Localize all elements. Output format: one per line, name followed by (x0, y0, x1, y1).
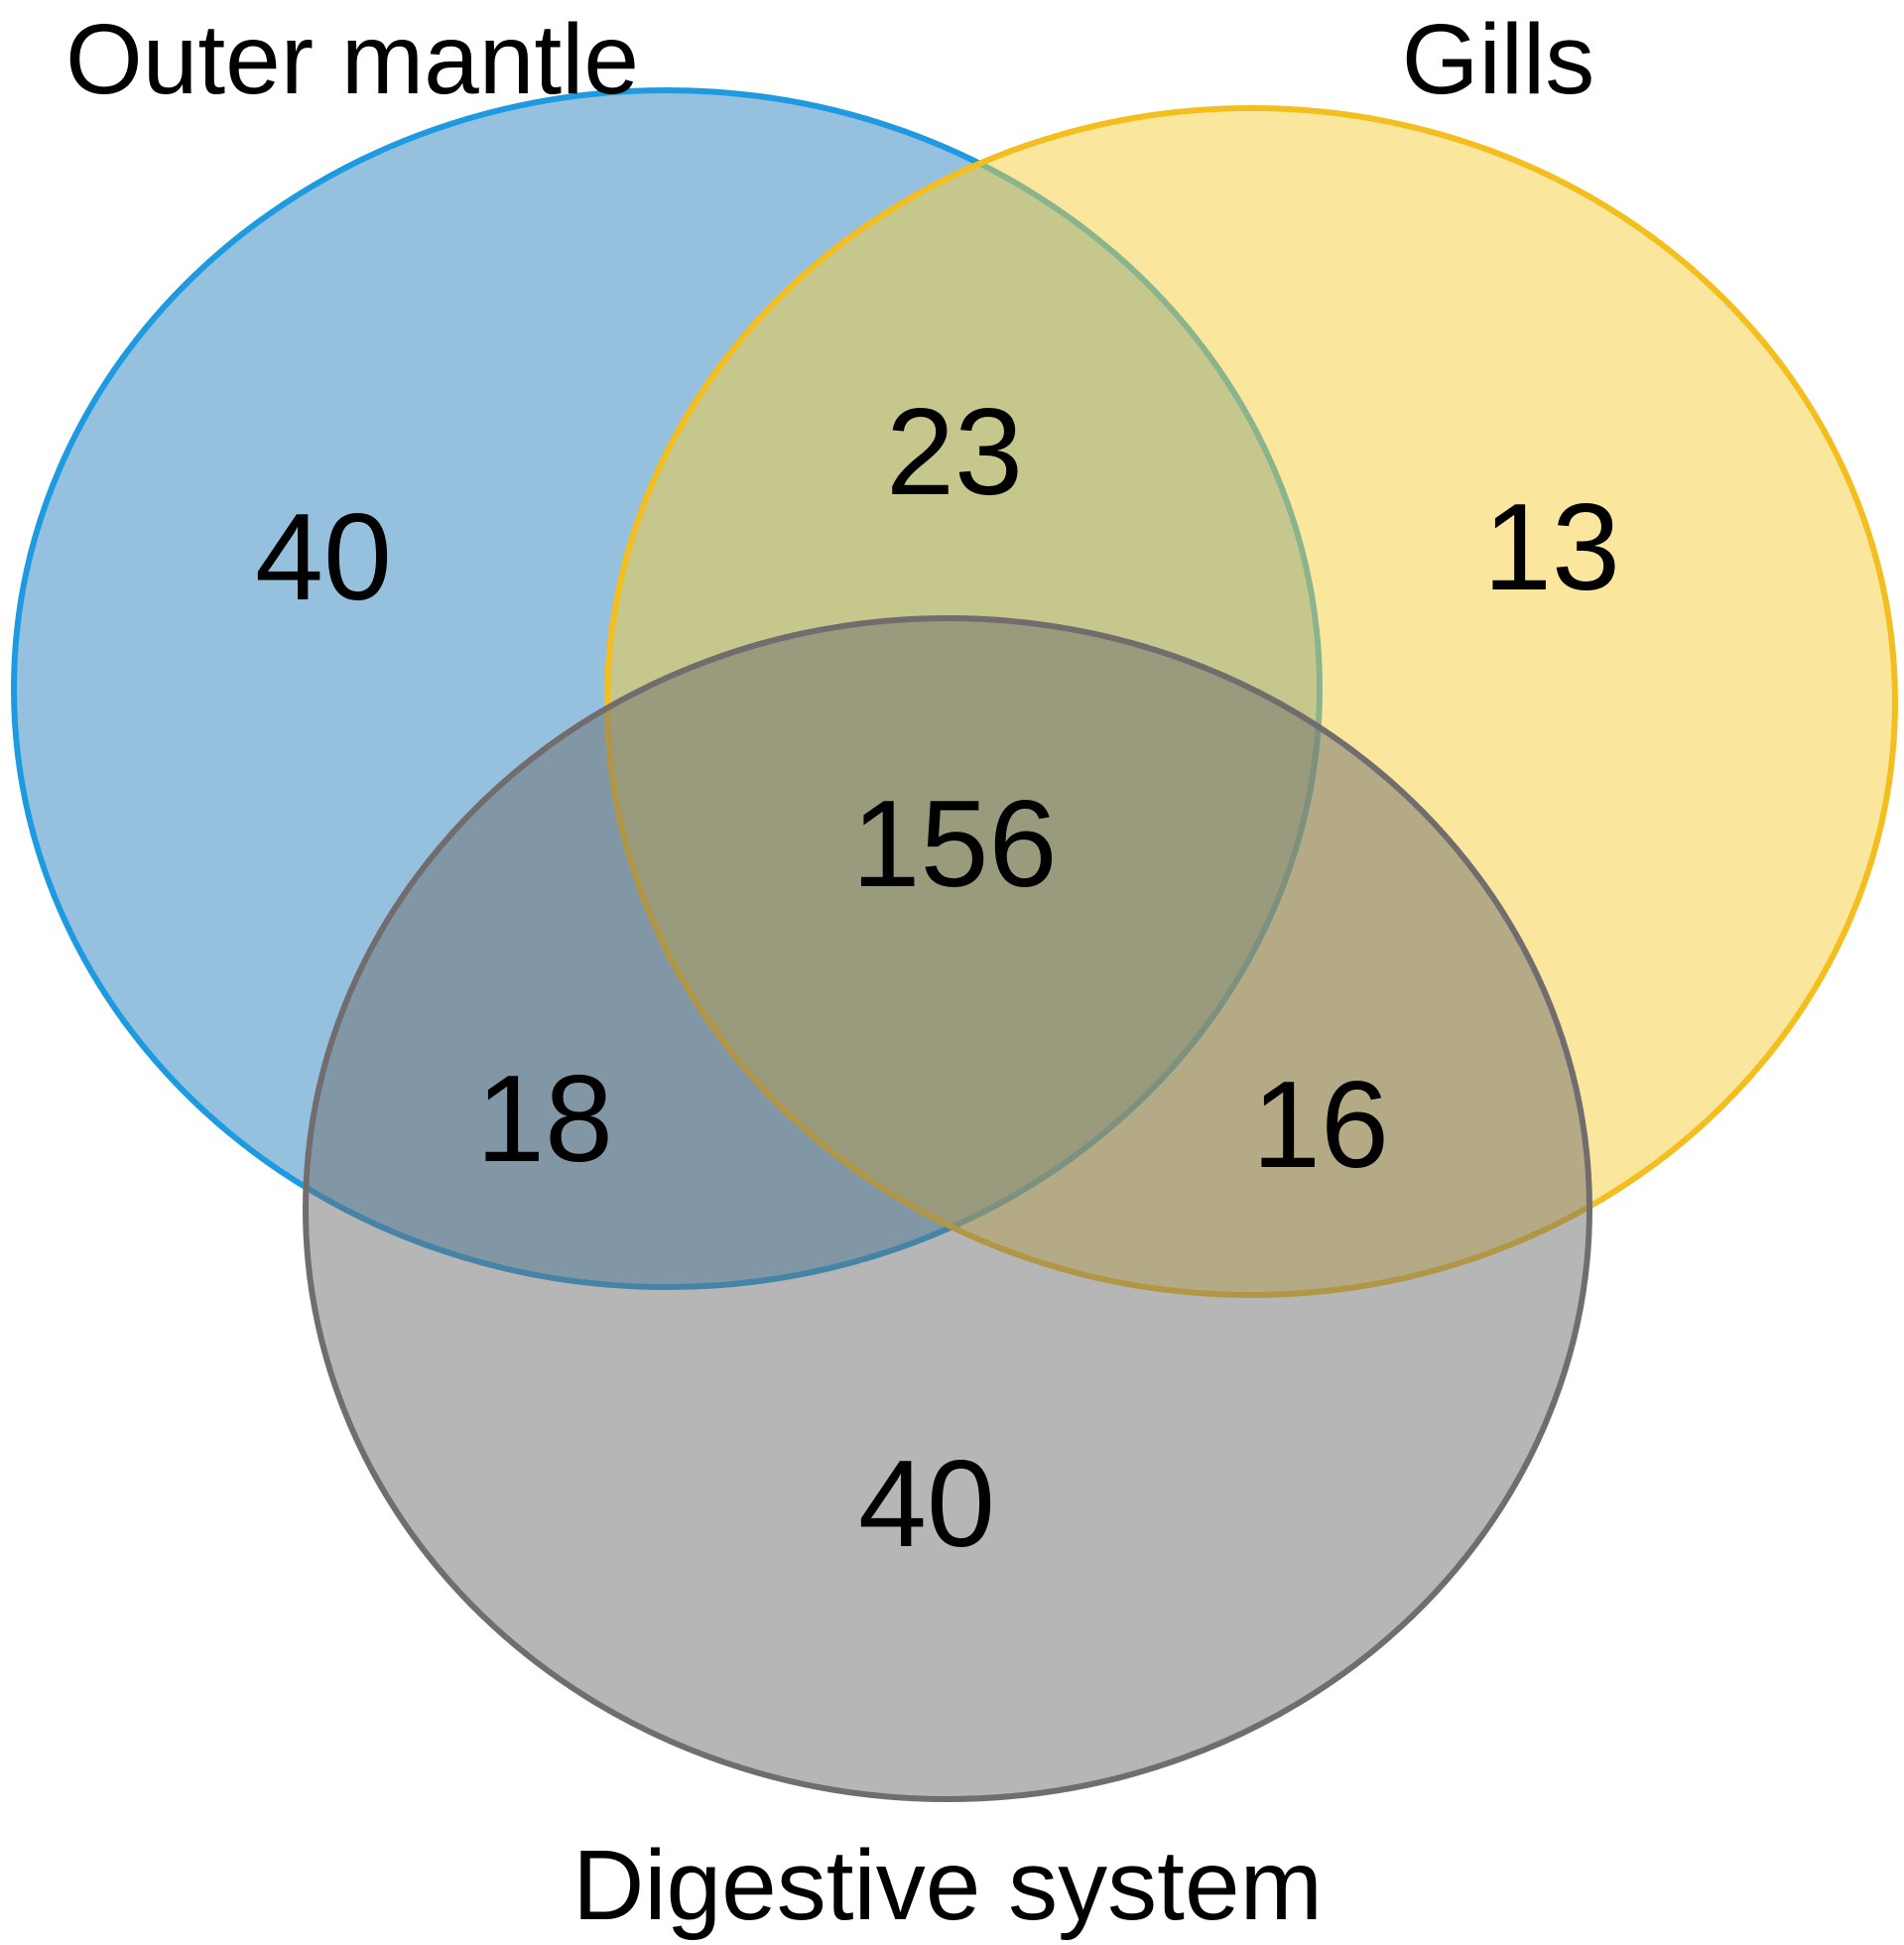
outer-mantle-gills-count: 23 (886, 384, 1023, 521)
digestive-system-label: Digestive system (572, 1830, 1323, 1941)
gills-label: Gills (1402, 4, 1594, 115)
gills-only-count: 13 (1483, 479, 1620, 616)
outer-mantle-label: Outer mantle (65, 4, 639, 115)
outer-mantle-digestive-count: 18 (476, 1051, 613, 1188)
outer-mantle-only-count: 40 (255, 489, 392, 626)
digestive-system-only-count: 40 (858, 1436, 995, 1573)
gills-digestive-count: 16 (1252, 1057, 1389, 1194)
digestive-system-circle (303, 615, 1592, 1802)
all-three-count: 156 (852, 776, 1058, 913)
